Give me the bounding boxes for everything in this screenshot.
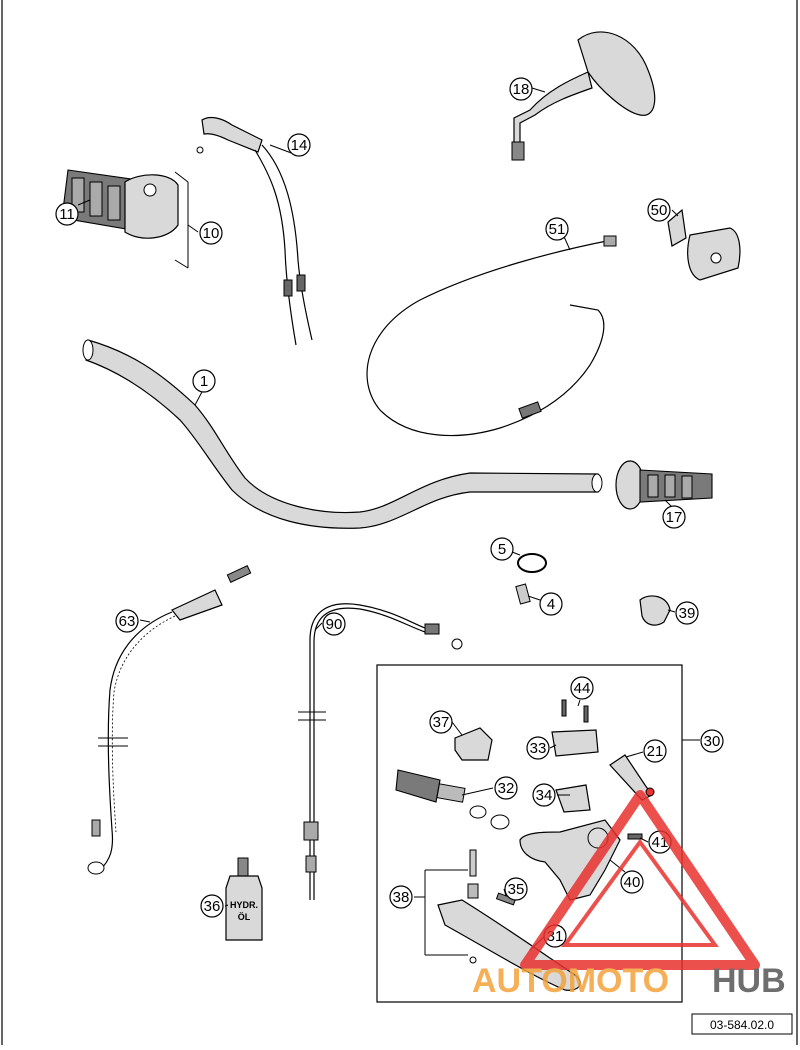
brake-assembly-box (376, 664, 683, 1003)
svg-text:10: 10 (203, 225, 220, 242)
svg-text:44: 44 (574, 680, 591, 697)
svg-text:17: 17 (666, 509, 683, 526)
callout-39: 39 (675, 601, 699, 625)
callout-37: 37 (429, 710, 453, 734)
cable-90 (298, 603, 463, 900)
svg-text:5: 5 (498, 541, 506, 558)
callout-1: 1 (192, 369, 216, 393)
callout-90: 90 (322, 612, 346, 636)
throttle-grip (61, 169, 179, 239)
automotohub-watermark: AUTOMOTO HUB (472, 790, 786, 1000)
callout-4: 4 (539, 592, 563, 616)
callout-33: 33 (526, 736, 550, 760)
callout-35: 35 (504, 877, 528, 901)
throttle-cables (196, 116, 313, 346)
watermark-text-hub: HUB (712, 962, 786, 1000)
callout-40: 40 (620, 870, 644, 894)
right-grip (615, 460, 713, 510)
svg-text:21: 21 (647, 743, 664, 760)
cable-63 (87, 565, 252, 875)
callout-10: 10 (199, 221, 223, 245)
svg-text:36: 36 (204, 898, 221, 915)
callout-14: 14 (287, 133, 311, 157)
svg-text:18: 18 (513, 81, 530, 98)
clamp-5 (517, 553, 547, 573)
callout-38: 38 (389, 885, 413, 909)
drawing-number-text: 03-584.02.0 (710, 1018, 774, 1032)
callout-50: 50 (647, 198, 671, 222)
bottle-label-line2: ÖL (238, 912, 251, 922)
cable-loop (366, 235, 617, 437)
svg-text:50: 50 (651, 202, 668, 219)
svg-text:30: 30 (704, 733, 721, 750)
svg-text:14: 14 (291, 137, 308, 154)
pin-4 (515, 583, 531, 605)
callout-21: 21 (643, 739, 667, 763)
svg-text:34: 34 (536, 787, 553, 804)
handlebar (82, 339, 603, 529)
callout-18: 18 (509, 77, 533, 101)
svg-text:35: 35 (508, 881, 525, 898)
callout-32: 32 (494, 776, 518, 800)
svg-text:63: 63 (119, 613, 136, 630)
svg-text:1: 1 (200, 373, 208, 390)
watermark-text-automoto: AUTOMOTO (472, 962, 669, 1000)
drawing-number: 03-584.02.0 (691, 1013, 793, 1035)
svg-text:11: 11 (59, 206, 75, 223)
svg-text:39: 39 (679, 605, 696, 622)
callout-44: 44 (570, 676, 594, 700)
watermark-triangle (520, 790, 760, 970)
mirror (511, 31, 656, 161)
svg-text:33: 33 (530, 740, 547, 757)
svg-text:90: 90 (326, 616, 343, 633)
svg-text:32: 32 (498, 780, 515, 797)
callout-11: 11 (55, 202, 79, 226)
callout-36: 36 (200, 894, 224, 918)
callout-30: 30 (700, 729, 724, 753)
callout-63: 63 (115, 609, 139, 633)
svg-text:4: 4 (547, 596, 555, 613)
svg-text:37: 37 (433, 714, 450, 731)
svg-text:40: 40 (624, 874, 641, 891)
svg-text:51: 51 (549, 221, 566, 238)
part-39 (639, 595, 671, 626)
hydraulic-oil-bottle: HYDR. ÖL (225, 857, 263, 941)
callout-34: 34 (532, 783, 556, 807)
callout-51: 51 (545, 217, 569, 241)
switch-assembly (667, 208, 741, 281)
bottle-label-line1: HYDR. (230, 900, 258, 910)
watermark-inner-triangle (561, 838, 719, 947)
callout-5: 5 (490, 537, 514, 561)
svg-text:38: 38 (393, 889, 410, 906)
callout-17: 17 (662, 505, 686, 529)
